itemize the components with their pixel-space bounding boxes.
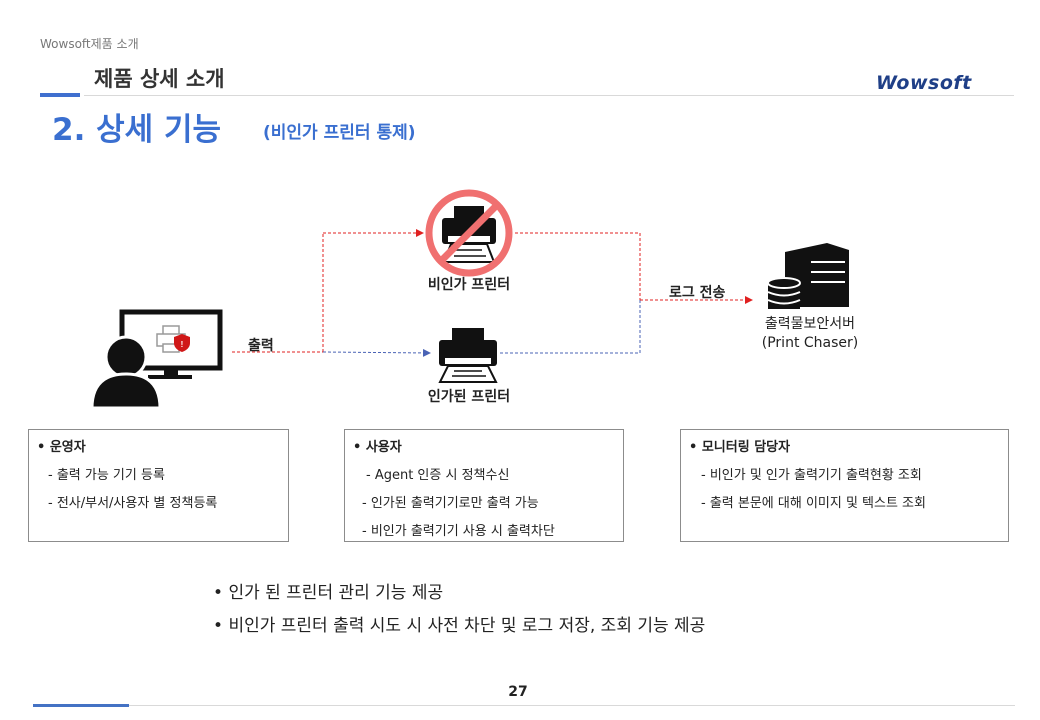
log-transfer-label: 로그 전송 bbox=[669, 284, 726, 301]
header-divider bbox=[84, 95, 1014, 96]
server-label: 출력물보안서버 (Print Chaser) bbox=[735, 315, 885, 353]
operator-item: - 전사/부서/사용자 별 정책등록 bbox=[48, 496, 218, 511]
operator-item: - 출력 가능 기기 등록 bbox=[48, 468, 165, 483]
svg-text:!: ! bbox=[181, 340, 184, 349]
user-item: - 인가된 출력기기로만 출력 가능 bbox=[362, 496, 539, 511]
authorized-path-arrow bbox=[322, 348, 431, 357]
authorized-printer-icon bbox=[438, 328, 498, 383]
monitoring-item: - 출력 본문에 대해 이미지 및 텍스트 조회 bbox=[701, 496, 926, 511]
footer-divider bbox=[129, 705, 1015, 706]
section-title: 제품 상세 소개 bbox=[94, 67, 225, 91]
summary-bullets: • 인가 된 프린터 관리 기능 제공 • 비인가 프린터 출력 시도 시 사전… bbox=[213, 578, 705, 644]
shield-icon: ! bbox=[174, 334, 190, 352]
server-icon bbox=[767, 243, 849, 309]
user-box: • 사용자 - Agent 인증 시 정책수신 - 인가된 출력기기로만 출력 … bbox=[344, 429, 624, 542]
footer-accent-bar bbox=[33, 704, 129, 707]
server-name: 출력물보안서버 bbox=[764, 316, 856, 332]
wowsoft-logo: Wowsoft bbox=[876, 72, 972, 94]
operator-box: • 운영자 - 출력 가능 기기 등록 - 전사/부서/사용자 별 정책등록 bbox=[28, 429, 289, 542]
unauthorized-printer-label: 비인가 프린터 bbox=[428, 276, 510, 293]
page-number: 27 bbox=[508, 684, 528, 700]
output-label: 출력 bbox=[248, 337, 274, 354]
server-product-name: (Print Chaser) bbox=[761, 335, 859, 351]
user-computer-icon: ! bbox=[90, 309, 223, 410]
prohibited-icon bbox=[425, 189, 513, 277]
authorized-printer-label: 인가된 프린터 bbox=[428, 388, 510, 405]
monitoring-item: - 비인가 및 인가 출력기기 출력현황 조회 bbox=[701, 468, 922, 483]
summary-bullet: • 비인가 프린터 출력 시도 시 사전 차단 및 로그 저장, 조회 기능 제… bbox=[213, 616, 706, 636]
header-accent-bar bbox=[40, 93, 80, 97]
page-subtitle: (비인가 프린터 통제) bbox=[263, 123, 416, 143]
page-title: 2. 상세 기능 bbox=[52, 112, 222, 148]
user-title: • 사용자 bbox=[353, 440, 402, 455]
small-printer-icon bbox=[156, 325, 186, 353]
user-item: - 비인가 출력기기 사용 시 출력차단 bbox=[362, 524, 555, 539]
monitoring-title: • 모니터링 담당자 bbox=[689, 440, 791, 455]
monitoring-box: • 모니터링 담당자 - 비인가 및 인가 출력기기 출력현황 조회 - 출력 … bbox=[680, 429, 1009, 542]
summary-bullet: • 인가 된 프린터 관리 기능 제공 bbox=[213, 583, 444, 603]
company-caption: Wowsoft제품 소개 bbox=[40, 37, 139, 51]
operator-title: • 운영자 bbox=[37, 440, 86, 455]
user-item: - Agent 인증 시 정책수신 bbox=[366, 468, 510, 483]
